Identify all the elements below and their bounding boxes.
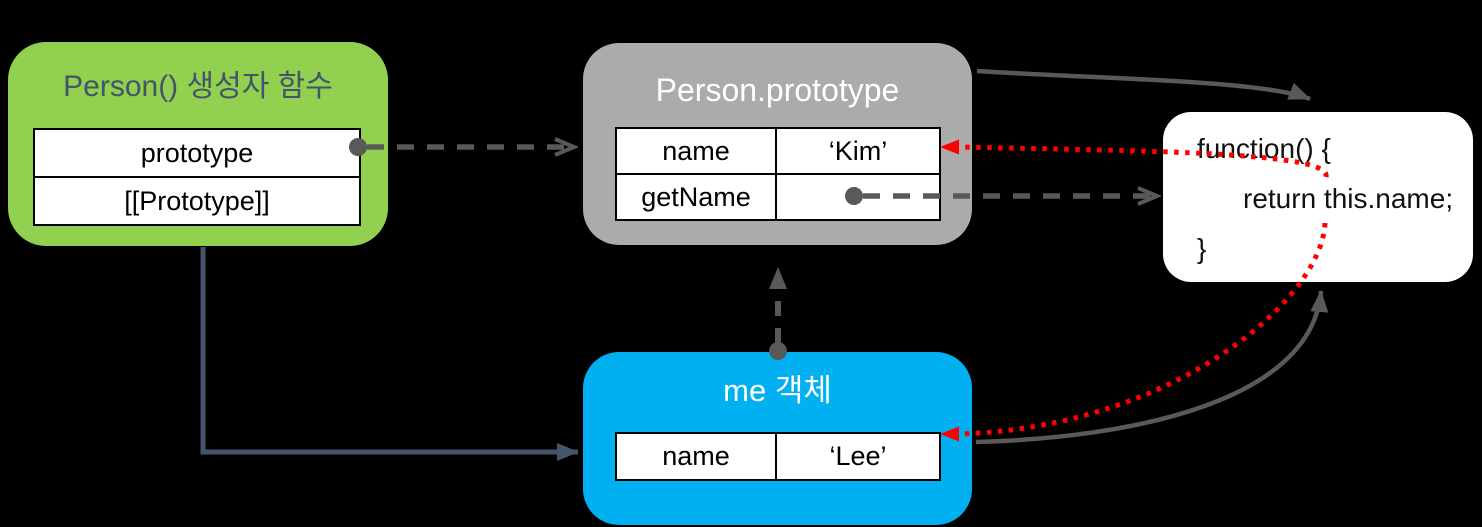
constructor-box-table: prototype [[Prototype]]: [33, 128, 361, 226]
person-prototype-box: Person.prototype name ‘Kim’ getName: [583, 43, 972, 245]
name-key-cell: name: [617, 129, 775, 173]
function-code-line: return this.name;: [1243, 183, 1454, 214]
kim-value-cell: ‘Kim’: [777, 129, 939, 173]
constructor-function-box: Person() 생성자 함수 prototype [[Prototype]]: [8, 42, 388, 246]
me-function-curve: [975, 290, 1329, 445]
getname-value-cell: [777, 175, 939, 219]
function-body-box: function() { return this.name; }: [1163, 112, 1473, 282]
person-prototype-title: Person.prototype: [655, 72, 900, 108]
prototype-property-cell: prototype: [35, 130, 359, 176]
function-code-line: }: [1197, 233, 1207, 264]
me-prototype-link-arrow: [769, 267, 787, 360]
name-key-cell: name: [617, 434, 775, 479]
me-object-box: me 객체 name ‘Lee’: [583, 352, 972, 525]
constructor-box-title: Person() 생성자 함수: [63, 70, 333, 103]
constructor-me-arrow: [200, 247, 579, 461]
me-object-title: me 객체: [723, 373, 832, 408]
me-object-table: name ‘Lee’: [615, 432, 941, 481]
getname-key-cell: getName: [617, 175, 775, 219]
lee-value-cell: ‘Lee’: [777, 434, 939, 479]
function-code-line: function() {: [1197, 133, 1331, 164]
prototype-function-curve: [976, 68, 1311, 102]
internal-prototype-slot-cell: [[Prototype]]: [35, 178, 359, 224]
person-prototype-table: name ‘Kim’ getName: [615, 127, 941, 221]
